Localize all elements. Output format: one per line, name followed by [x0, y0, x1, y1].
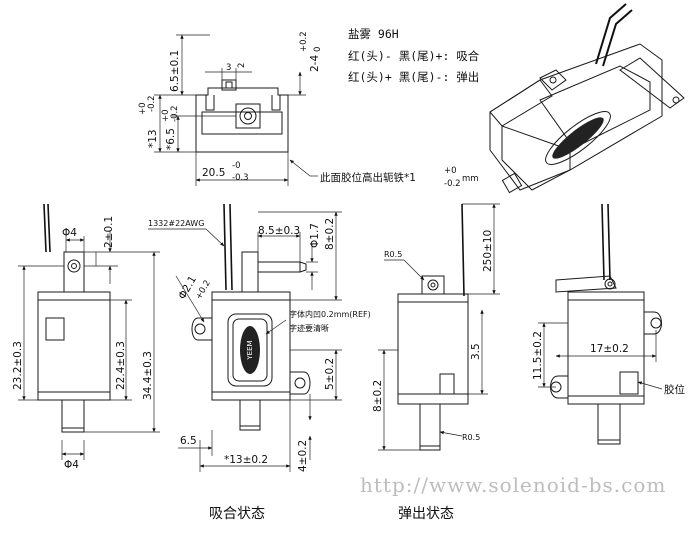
glue-height-note: 此面胶位高出轭铁*1: [320, 171, 416, 184]
label-glue-position: 胶位: [664, 383, 685, 396]
right-body: [397, 293, 469, 405]
glue-tol-up: +0: [444, 166, 457, 176]
dim-13: *13: [147, 129, 159, 148]
svg-text:YEEM: YEEM: [246, 340, 254, 360]
dim-center-phi1-7: Φ1.7: [309, 223, 321, 248]
left-body: [37, 291, 111, 401]
brand-logo-icon: [552, 117, 604, 159]
center-view: 1332#22AWG YEEM 8.5±0.3 Φ1.7: [148, 203, 371, 472]
center-brand-logo-icon: [240, 326, 260, 374]
dim-left-34-4: 34.4±0.3: [142, 351, 154, 400]
center-ear-left: [191, 317, 212, 341]
dim-top-height: 6.5±0.1: [169, 50, 181, 92]
dim-center-6-5: 6.5: [180, 435, 197, 447]
dim-center-8: 8±0.2: [324, 218, 336, 250]
dim-20-5: 20.5: [202, 167, 225, 179]
right-top-tab: [421, 275, 445, 295]
watermark-url: http://www.solenoid-bs.com: [360, 473, 666, 497]
top-view-slots: [205, 95, 281, 111]
wire-spec-label: 1332#22AWG: [148, 219, 204, 228]
dim-2-4-tol-up: +0.2: [299, 31, 309, 52]
isometric-view: [489, 3, 685, 194]
dim-left-phi4-top: Φ4: [62, 227, 77, 239]
glue-unit: mm: [462, 174, 479, 184]
far-right-plunger: [597, 403, 621, 445]
caption-release-state: 弹出状态: [398, 506, 454, 522]
right-r-top: R0.5: [384, 250, 402, 259]
dim-center-13: *13±0.2: [224, 454, 268, 466]
dim-far-right-17: 17±0.2: [590, 343, 629, 355]
dim-20-5-tol-up: -0: [232, 161, 240, 171]
right-plunger-extended: [419, 403, 441, 451]
far-right-lever: [555, 275, 617, 293]
dim-tab-2: 2: [237, 63, 247, 68]
iso-wire-b: [602, 9, 633, 67]
top-view: 6.5±0.1 3 2 2-4 +0.2 0 *13 +0 -0.2 *6.5 …: [138, 31, 479, 189]
dim-2-4-tol-dn: 0: [313, 47, 323, 52]
dim-6-5-tol-dn: -0.2: [170, 105, 180, 122]
top-view-terminal-tab: [221, 79, 237, 91]
spec-notes: 盐雾 96H 红(头)- 黑(尾)+: 吸合 红(头)+ 黑(尾)-: 弹出: [348, 27, 480, 84]
dim-center-5: 5±0.2: [324, 358, 336, 390]
iso-lever: [619, 57, 685, 109]
dim-20-5-tol-dn: -0.3: [232, 173, 249, 183]
iso-plunger: [501, 172, 523, 194]
dim-left-2-0-1: 2±0.1: [103, 216, 115, 248]
dim-13-tol-dn: -0.2: [147, 95, 157, 112]
dim-tab-3: 3: [226, 63, 231, 73]
center-plunger-bottom: [239, 399, 261, 431]
far-right-ear-top: [644, 311, 662, 335]
dim-left-22-4: 22.4±0.3: [115, 341, 127, 390]
dim-left-phi4-bottom: Φ4: [64, 459, 79, 471]
right-r-bottom: R0.5: [462, 433, 480, 442]
left-plunger-bottom: [61, 399, 85, 433]
dim-13-tol-up: +0: [138, 102, 148, 115]
dim-2-4: 2-4: [309, 55, 321, 72]
top-view-plunger: [239, 107, 257, 125]
center-logo-plate: [227, 313, 273, 387]
center-ear-right: [290, 371, 311, 395]
iso-wire-a: [595, 3, 627, 65]
center-pin: [257, 261, 301, 273]
dim-6-5-tol-up: +0: [161, 109, 171, 122]
dim-center-4: 4±0.2: [297, 440, 309, 472]
left-view: Φ4 2±0.1 23.2±0.3 22.4±0.3 34.4±0.3 Φ4: [12, 203, 160, 471]
dim-right-250: 250±10: [482, 230, 494, 272]
top-view-coil-band: [201, 111, 283, 135]
dim-center-8-5: 8.5±0.3: [258, 225, 300, 237]
dim-right-3-5: 3.5: [470, 343, 482, 360]
dim-6-5: *6.5: [165, 128, 177, 150]
salt-spray-note: 盐雾 96H: [348, 27, 399, 41]
iso-logo-plate: [545, 111, 611, 165]
top-view-body: [195, 87, 289, 153]
note-engraving-depth: 字体内凹0.2mm(REF): [289, 309, 371, 319]
iso-yoke-face: [539, 65, 651, 149]
dim-right-8: 8±0.2: [372, 380, 384, 412]
note-clear-text: 字迹要清晰: [289, 323, 329, 333]
wiring-attract-note: 红(头)- 黑(尾)+: 吸合: [348, 49, 480, 63]
dim-left-23-2: 23.2±0.3: [12, 341, 24, 390]
dim-far-right-11-5: 11.5±0.2: [532, 331, 544, 380]
caption-attract-state: 吸合状态: [209, 506, 265, 522]
far-right-view: 11.5±0.2 17±0.2 胶位: [532, 203, 685, 445]
wiring-release-note: 红(头)+ 黑(尾)-: 弹出: [348, 70, 479, 84]
glue-tol-dn: -0.2: [444, 179, 461, 189]
center-plunger: [241, 251, 259, 293]
right-view: R0.5 R0.5 250±10 3.5 8±0.2: [372, 203, 500, 451]
